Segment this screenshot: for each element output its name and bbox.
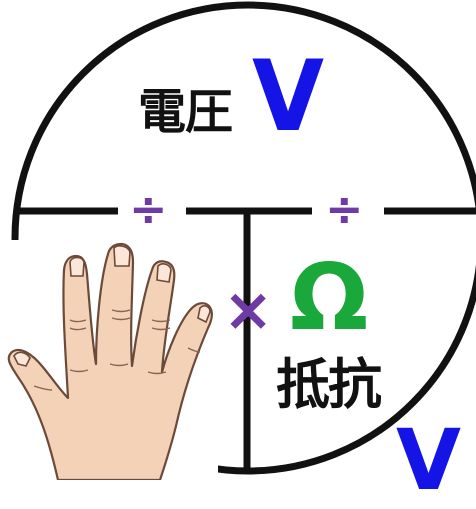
multiply-operator: ×	[223, 275, 274, 345]
current-symbol: V	[396, 411, 462, 509]
voltage-symbol: V	[252, 40, 325, 154]
divide-operator-right: ÷	[325, 182, 364, 236]
hand-illustration	[0, 240, 218, 480]
resistance-symbol: Ω	[290, 244, 369, 351]
voltage-label: 電圧	[138, 84, 233, 140]
diagram-lines	[11, 1, 476, 475]
resistance-label: 抵抗	[276, 353, 382, 416]
divide-operator-left: ÷	[129, 182, 168, 236]
outer-circle	[11, 1, 476, 475]
